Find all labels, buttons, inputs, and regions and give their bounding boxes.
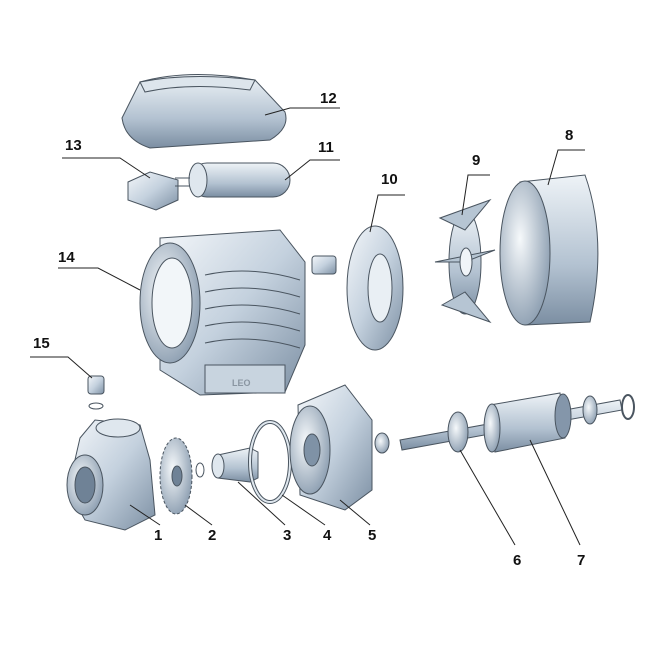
logo-text: LEO	[232, 378, 251, 388]
callout-2: 2	[208, 527, 216, 544]
part-5-pump-bracket	[289, 384, 373, 511]
part-14-motor-housing: LEO	[139, 229, 306, 396]
part-6-bearing	[447, 395, 598, 453]
callout-12: 12	[320, 90, 337, 107]
part-1-pump-casing	[66, 418, 156, 531]
part-cable-gland	[311, 255, 337, 275]
part-9-fan	[434, 198, 496, 324]
callout-14: 14	[58, 249, 75, 266]
leader-lines	[30, 107, 585, 546]
part-12-terminal-box-cover	[121, 73, 287, 149]
part-4-o-ring	[248, 420, 292, 504]
callout-8: 8	[565, 127, 573, 144]
part-3-mechanical-seal	[211, 447, 259, 483]
part-11-capacitor	[175, 162, 291, 198]
callout-6: 6	[513, 552, 521, 569]
callout-15: 15	[33, 335, 50, 352]
part-8-fan-cover	[499, 174, 599, 326]
callout-4: 4	[323, 527, 332, 544]
part-circlip	[621, 394, 635, 420]
callout-10: 10	[381, 171, 398, 188]
part-13-terminal-block	[127, 171, 179, 211]
callout-13: 13	[65, 137, 82, 154]
callout-11: 11	[318, 139, 334, 156]
callout-7: 7	[577, 552, 585, 569]
callout-9: 9	[472, 152, 480, 169]
part-10-end-shield	[346, 225, 404, 351]
callout-5: 5	[368, 527, 376, 544]
part-15-drain-plug	[87, 375, 105, 410]
callout-3: 3	[283, 527, 291, 544]
part-2-impeller	[159, 437, 205, 515]
callout-1: 1	[154, 527, 162, 544]
part-seal-ring	[374, 432, 390, 454]
